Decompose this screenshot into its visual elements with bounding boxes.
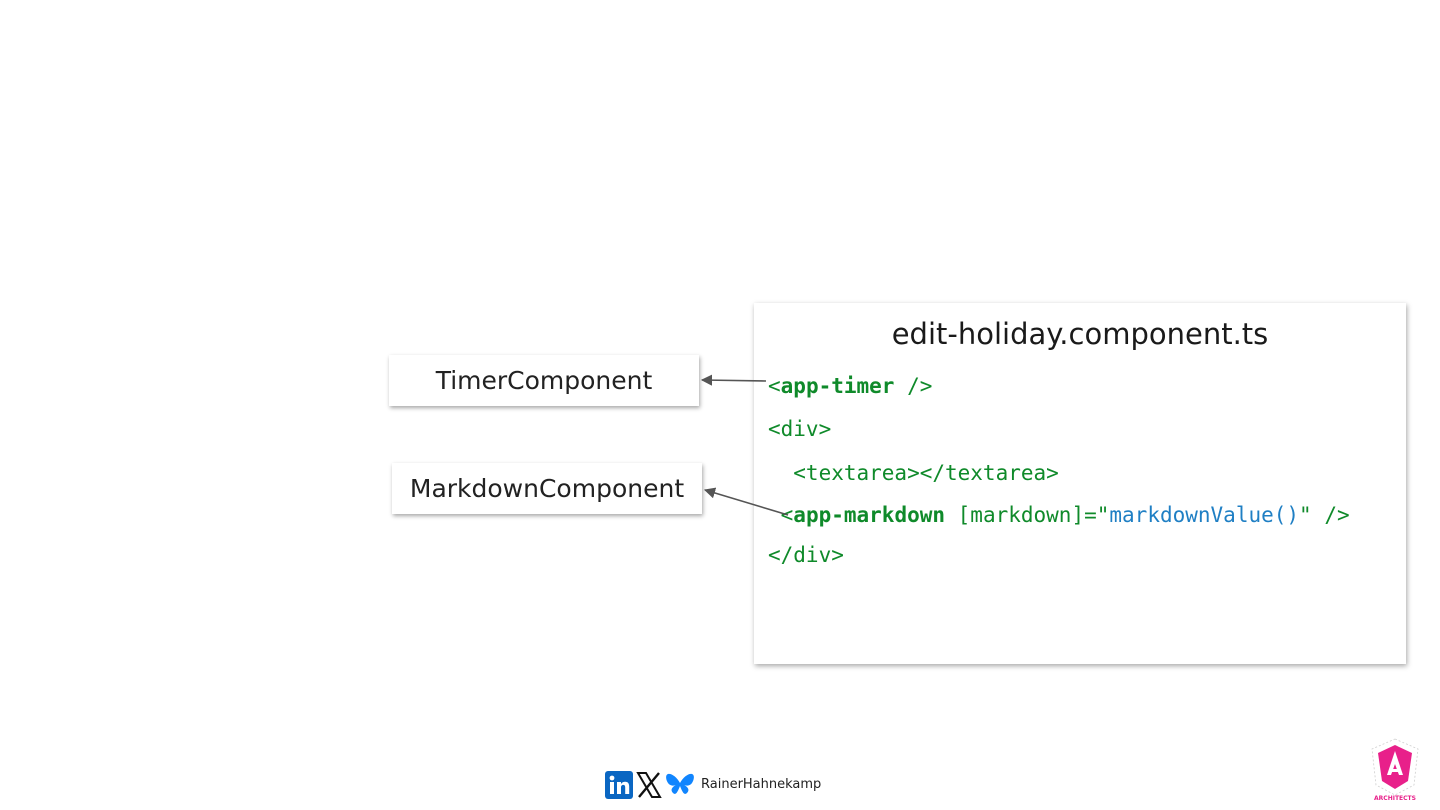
code-token: /> (894, 374, 933, 398)
code-tag-app-markdown: app-markdown (793, 503, 946, 527)
social-icons (605, 771, 695, 799)
code-token: < (768, 374, 781, 398)
arrow-timer (700, 374, 767, 386)
code-line-app-timer: <app-timer /> (768, 374, 932, 398)
timer-component-label: TimerComponent (435, 366, 653, 395)
panel-title: edit-holiday.component.ts (891, 317, 1269, 351)
code-token: " /> (1299, 503, 1350, 527)
linkedin-icon[interactable] (605, 771, 633, 799)
logo-text: ARCHITECTS (1374, 795, 1416, 802)
angular-architects-logo: ARCHITECTS (1371, 738, 1419, 802)
bluesky-icon[interactable] (665, 771, 695, 799)
author-handle: RainerHahnekamp (701, 777, 822, 792)
code-line-div-open: <div> (768, 417, 832, 441)
code-tag-app-timer: app-timer (780, 374, 895, 398)
markdown-component-box: MarkdownComponent (392, 463, 702, 514)
code-fn-markdown-value: markdownValue() (1109, 503, 1300, 527)
code-line-div-close: </div> (768, 543, 844, 567)
arrow-markdown (703, 487, 789, 516)
code-panel: edit-holiday.component.ts <app-timer /> … (754, 303, 1406, 664)
code-attr: [markdown]=" (945, 503, 1110, 527)
x-icon[interactable] (636, 771, 662, 799)
code-line-textarea: <textarea></textarea> (768, 461, 1059, 485)
code-line-app-markdown: <app-markdown [markdown]="markdownValue(… (768, 503, 1350, 527)
timer-component-box: TimerComponent (389, 355, 699, 406)
markdown-component-label: MarkdownComponent (409, 474, 685, 503)
